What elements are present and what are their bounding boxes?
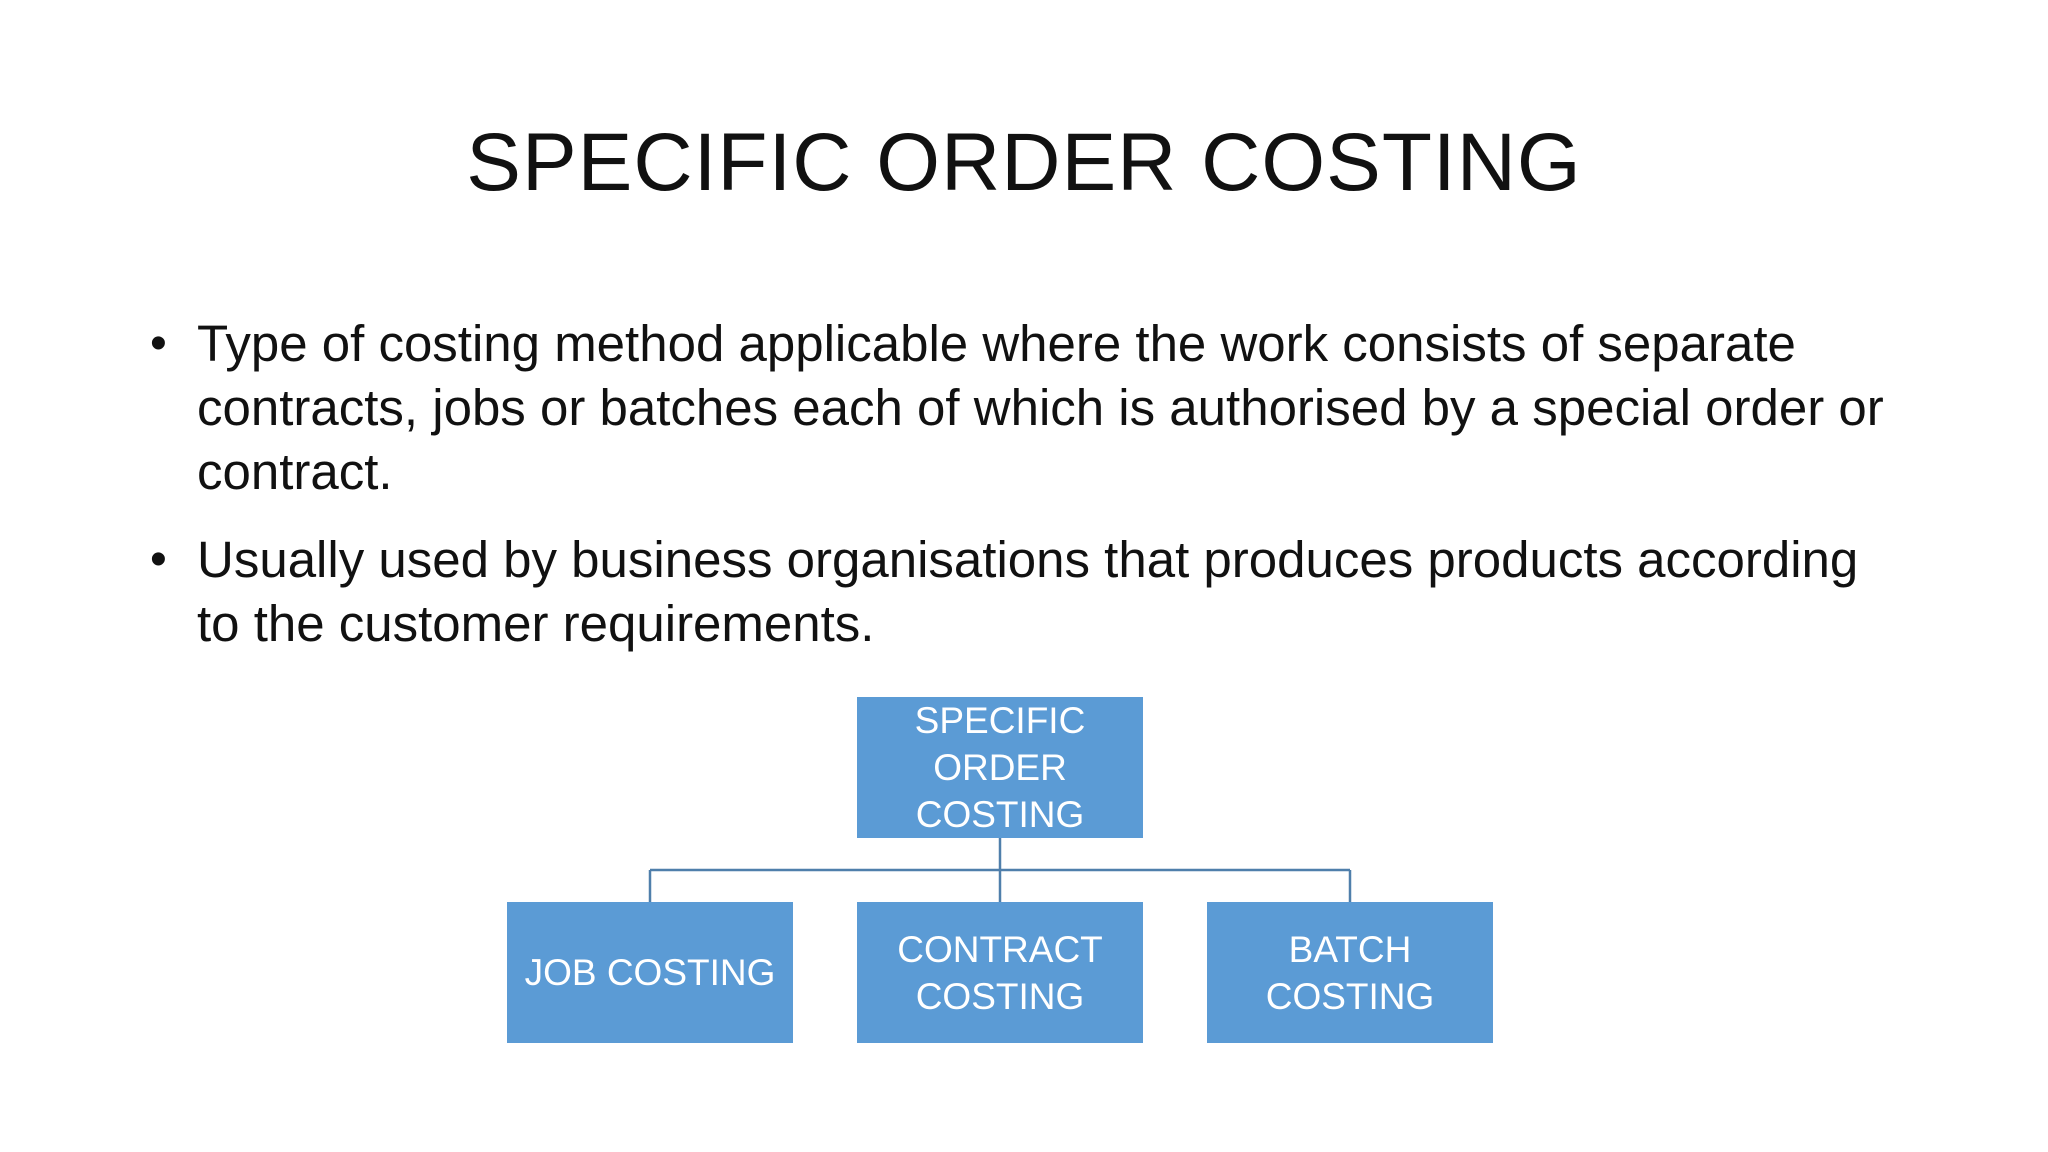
node-contract-costing: CONTRACT COSTING (857, 902, 1143, 1043)
bullet-dot-icon: • (150, 533, 167, 586)
slide-title: SPECIFIC ORDER COSTING (466, 117, 1582, 208)
bullet-item: • Usually used by business organisations… (150, 528, 1910, 656)
bullet-list: • Type of costing method applicable wher… (150, 312, 1910, 680)
bullet-text: Type of costing method applicable where … (197, 315, 1884, 500)
bullet-dot-icon: • (150, 317, 167, 370)
bullet-item: • Type of costing method applicable wher… (150, 312, 1910, 504)
bullet-text: Usually used by business organisations t… (197, 531, 1859, 652)
node-job-costing: JOB COSTING (507, 902, 793, 1043)
node-batch-costing: BATCH COSTING (1207, 902, 1493, 1043)
node-specific-order-costing: SPECIFIC ORDER COSTING (857, 697, 1143, 838)
